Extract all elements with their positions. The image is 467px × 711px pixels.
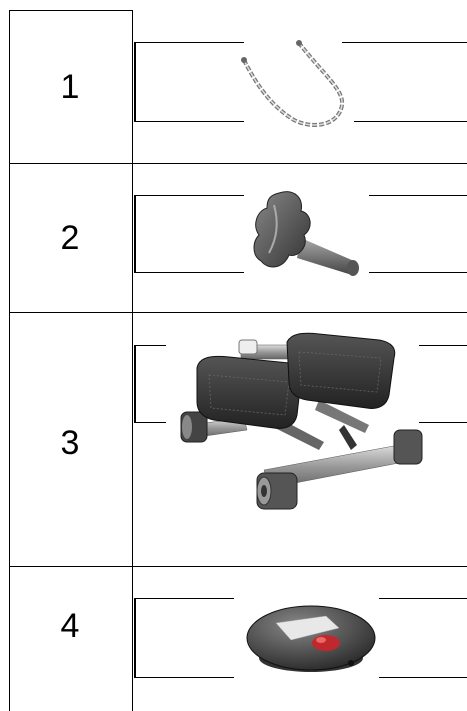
parts-table: 1 2 [9,10,467,711]
table-row: 1 [9,10,467,163]
picture-frame [134,345,467,423]
part-number: 1 [60,68,80,106]
table-top-border [9,10,133,11]
row-divider [9,566,467,567]
table-row: 3 [9,312,467,566]
knob-bolt-icon [253,191,359,276]
row-divider [9,312,467,313]
display-monitor-icon [246,605,376,672]
table-row: 4 [9,566,467,711]
picture-frame [134,195,467,273]
part-number: 4 [60,607,80,645]
row-divider [9,163,467,164]
part-number: 3 [60,424,80,462]
stepper-machine-icon [180,332,423,510]
picture-frame [134,598,467,678]
chain-cable-icon [241,40,345,127]
table-left-border [9,10,10,711]
picture-frame [134,42,467,122]
table-column-divider [132,10,133,711]
table-row: 2 [9,163,467,312]
part-number: 2 [60,219,80,257]
